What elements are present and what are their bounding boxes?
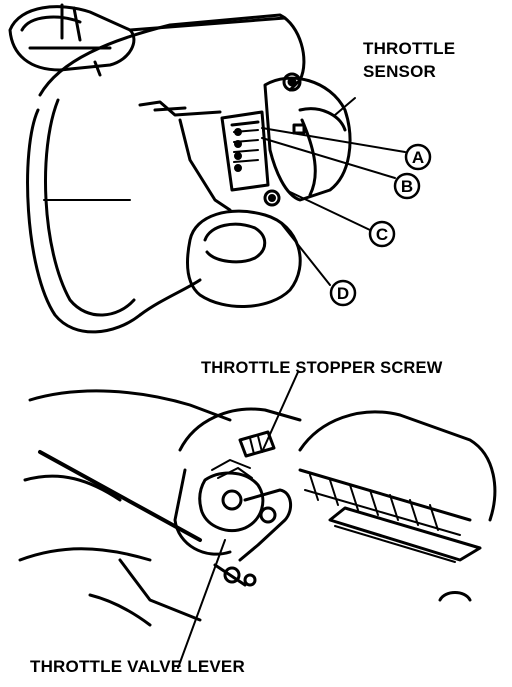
- throttle-sensor-label-line1: THROTTLE: [363, 39, 456, 58]
- callout-b: B: [401, 177, 413, 196]
- callout-c: C: [376, 225, 388, 244]
- throttle-valve-lever-label: THROTTLE VALVE LEVER: [30, 657, 245, 676]
- throttle-sensor-label-line2: SENSOR: [363, 62, 436, 81]
- callout-d: D: [337, 284, 349, 303]
- throttle-stopper-screw-label: THROTTLE STOPPER SCREW: [201, 359, 443, 377]
- callout-a: A: [412, 148, 424, 167]
- throttle-linkage-drawing: [18, 371, 497, 669]
- throttle-body-drawing: [8, 3, 432, 334]
